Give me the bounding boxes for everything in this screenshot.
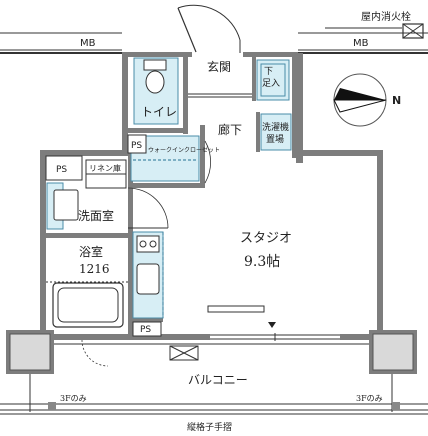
walls	[40, 52, 383, 340]
ps-bottom-label: PS	[140, 325, 151, 335]
entrance-door	[177, 4, 241, 53]
kitchen	[132, 231, 164, 319]
washer-label-1: 洗濯機	[262, 121, 289, 133]
corridor-label: 廊下	[218, 122, 242, 137]
entrance-label: 玄関	[207, 59, 231, 74]
bath-size-label: 1216	[79, 262, 110, 276]
ps-left-box	[45, 155, 83, 181]
shoe-cabinet	[256, 59, 290, 101]
bathtub	[52, 282, 124, 328]
ps-top-label: PS	[131, 141, 142, 151]
washer-label-2: 置場	[266, 133, 284, 145]
mb-right-label: MB	[353, 38, 369, 49]
compass-n-label: N	[392, 94, 401, 107]
floor-note-left: 3Fのみ	[60, 394, 87, 403]
shoe-label-2: 足入	[262, 78, 280, 89]
hydrant-box	[402, 23, 424, 39]
balcony	[0, 330, 428, 415]
column-right	[296, 53, 303, 163]
washbasin	[46, 182, 79, 230]
railing-label: 縦格子手摺	[187, 421, 232, 433]
hydrant-label: 屋内消火栓	[361, 10, 411, 23]
mb-band-left	[0, 32, 125, 54]
corridor-door	[204, 140, 211, 184]
floor-note-right: 3Fのみ	[356, 394, 383, 403]
studio-label: スタジオ	[240, 231, 292, 246]
compass-icon: N	[333, 73, 401, 127]
washer-area	[260, 113, 292, 151]
studio-size-label: 9.3帖	[244, 254, 280, 270]
toilet-fixture	[133, 57, 179, 125]
washroom-label: 洗面室	[78, 208, 114, 223]
toilet-label: トイレ	[141, 105, 177, 119]
sash-window	[210, 322, 340, 341]
closet-label: ウォークインクローゼット	[148, 146, 220, 154]
ps-top-box	[127, 134, 147, 154]
washroom-door	[127, 187, 169, 229]
bath-label: 浴室	[79, 244, 103, 259]
shoe-label-1: 下	[264, 67, 273, 77]
mb-band-right	[296, 23, 428, 54]
linen-label: リネン庫	[89, 163, 121, 173]
mb-left-label: MB	[80, 38, 96, 49]
balcony-label: バルコニー	[188, 373, 248, 387]
ps-left-label: PS	[56, 165, 67, 175]
drain-left	[48, 402, 56, 410]
drain-right	[392, 402, 400, 410]
ps-bottom-box	[132, 321, 162, 337]
studio-shelf	[207, 305, 265, 313]
